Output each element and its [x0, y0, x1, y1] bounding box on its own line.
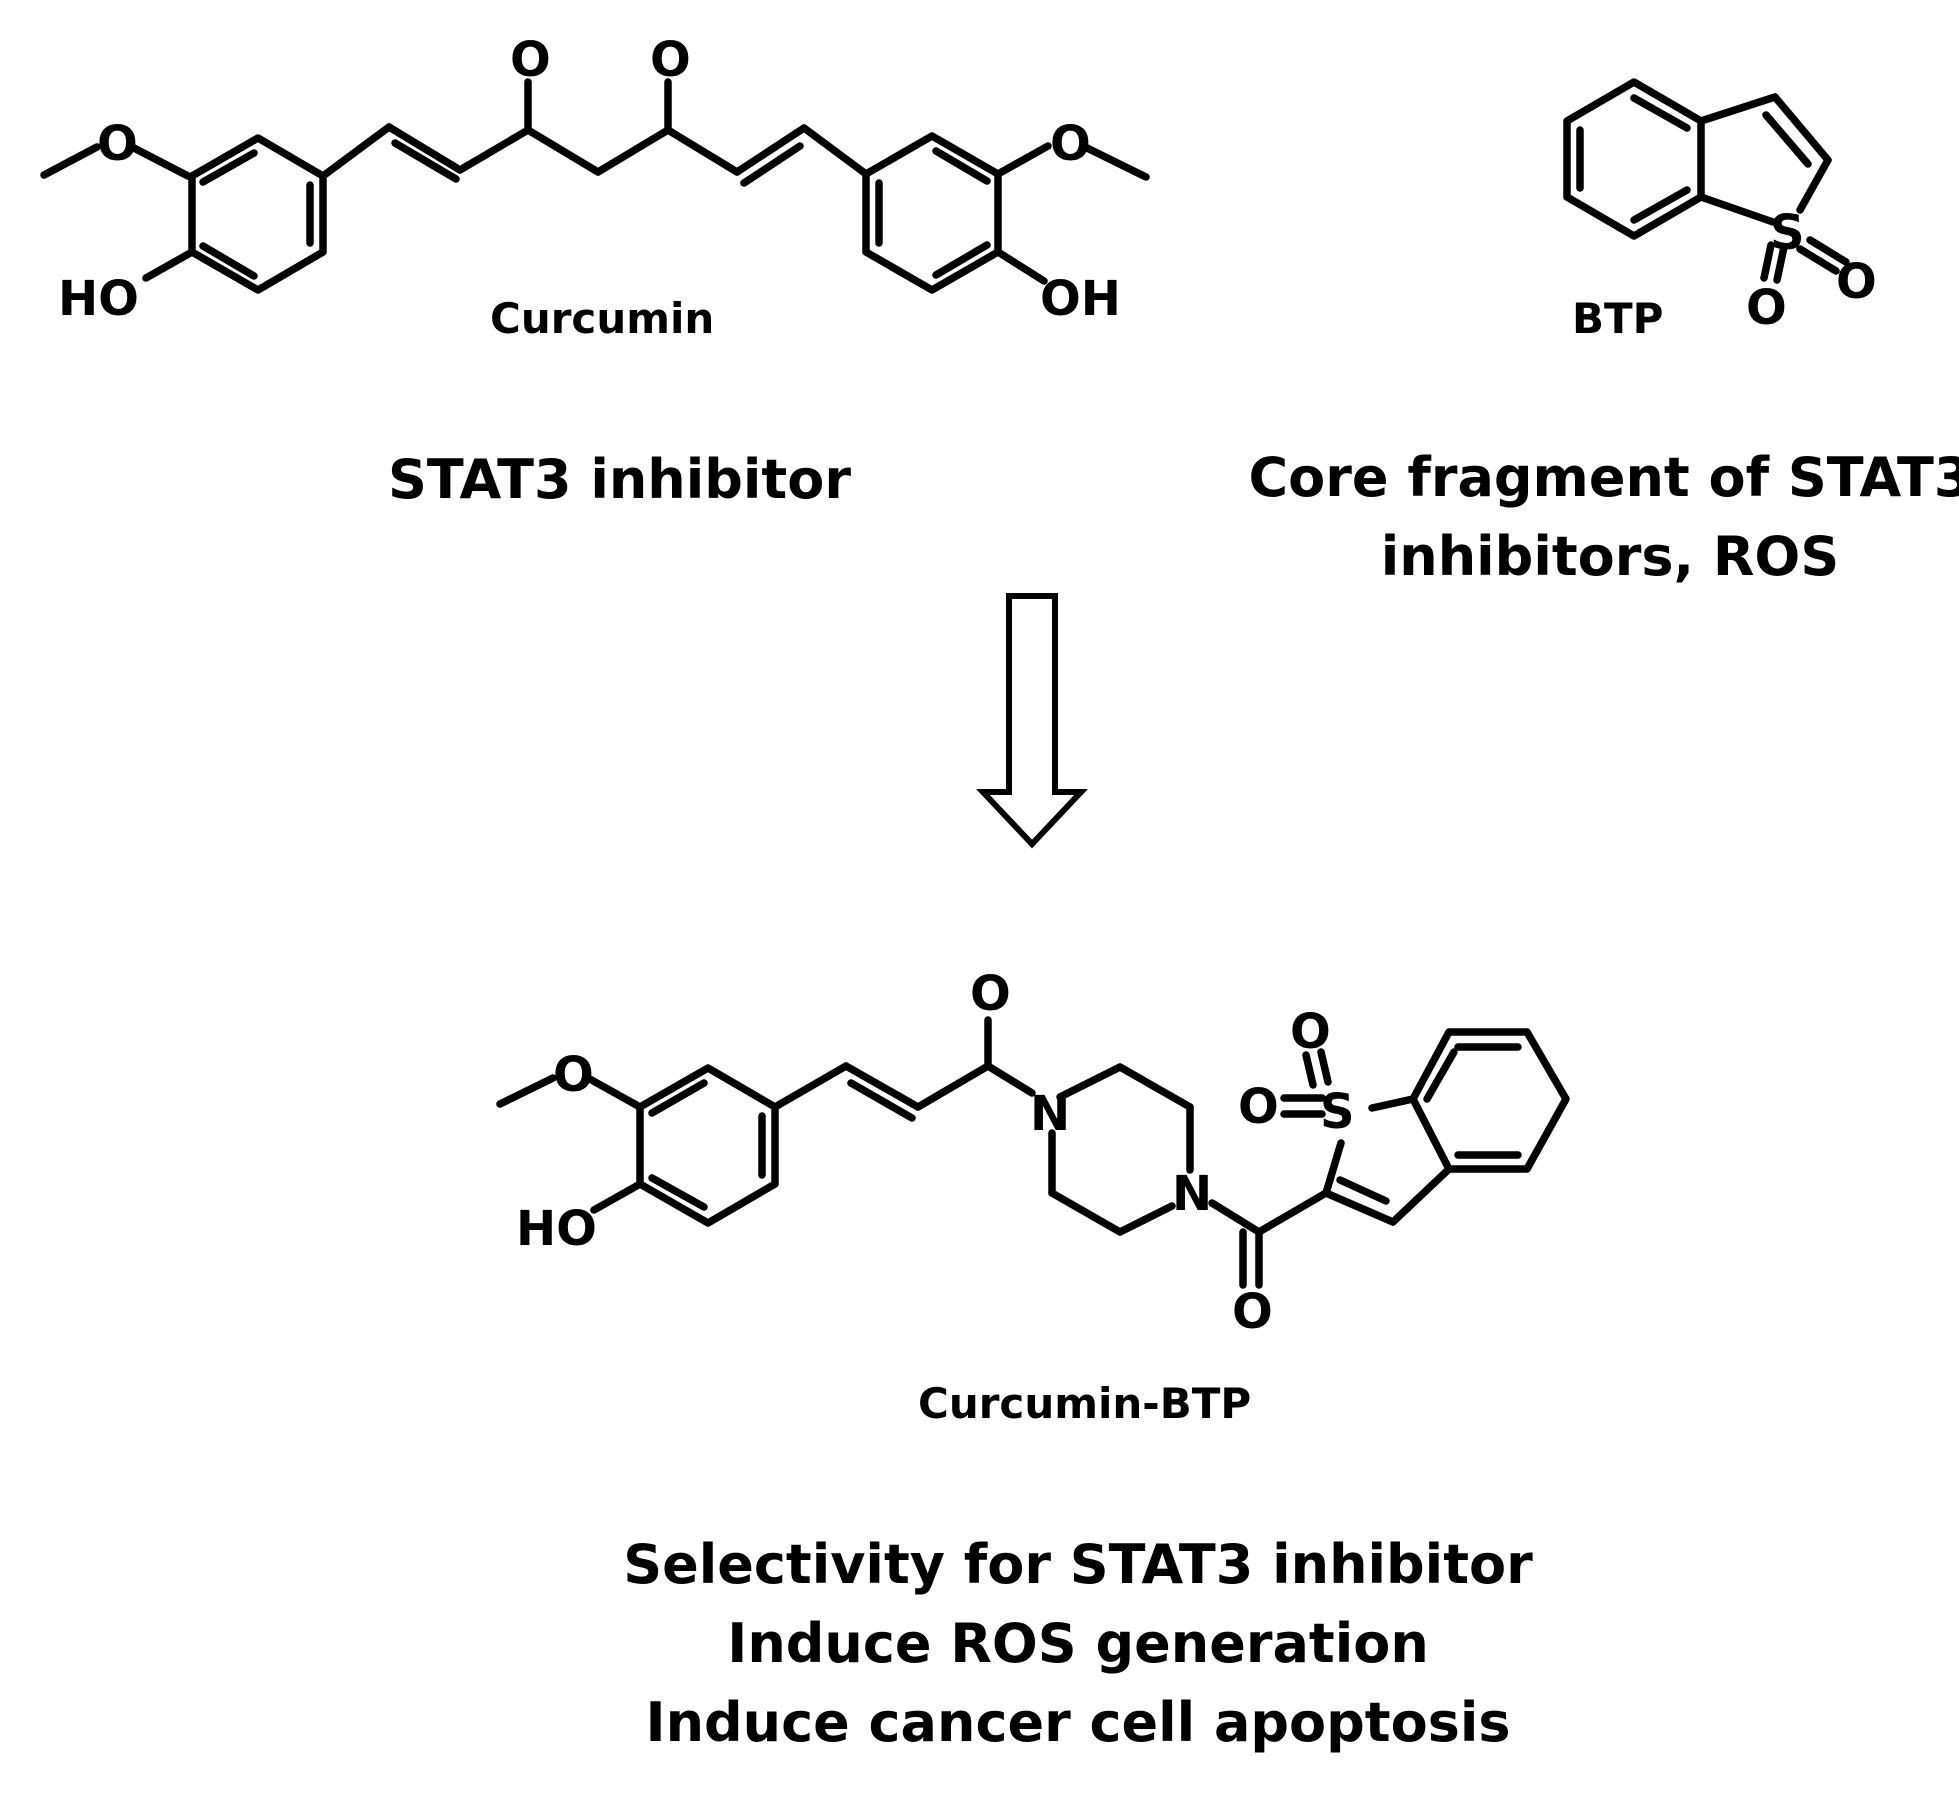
- atom-o: O: [970, 966, 1011, 1022]
- btp-structure: S O O: [1563, 78, 1877, 336]
- property-line-3: Induce cancer cell apoptosis: [645, 1691, 1510, 1754]
- atom-s: S: [1770, 205, 1805, 261]
- atom-o: O: [553, 1047, 594, 1103]
- curcumin-structure: O HO O O O OH: [40, 32, 1150, 327]
- atom-ho: HO: [516, 1201, 597, 1257]
- atom-s: S: [1320, 1084, 1355, 1140]
- atom-o: O: [97, 116, 138, 172]
- atom-o: O: [1238, 1079, 1279, 1135]
- curcumin-role: STAT3 inhibitor: [388, 448, 851, 511]
- atom-n: N: [1030, 1086, 1070, 1142]
- btp-role-line1: Core fragment of STAT3: [1249, 446, 1959, 509]
- property-line-2: Induce ROS generation: [727, 1612, 1429, 1675]
- atom-n: N: [1172, 1166, 1212, 1222]
- btp-role-line2: inhibitors, ROS: [1381, 525, 1839, 588]
- curcumin-label: Curcumin: [490, 294, 714, 343]
- curcumin-btp-label: Curcumin-BTP: [918, 1379, 1251, 1428]
- down-arrow: [976, 593, 1088, 849]
- atom-o: O: [650, 32, 691, 88]
- atom-oh: OH: [1040, 271, 1121, 327]
- atom-o: O: [1746, 280, 1787, 336]
- atom-o: O: [1290, 1004, 1331, 1060]
- atom-ho: HO: [58, 271, 139, 327]
- atom-o: O: [1836, 254, 1877, 310]
- atom-o: O: [1050, 116, 1091, 172]
- curcumin-btp-structure: O HO O N N O S O O: [496, 966, 1570, 1340]
- atom-o: O: [510, 32, 551, 88]
- btp-label: BTP: [1572, 294, 1663, 343]
- atom-o: O: [1232, 1284, 1273, 1340]
- property-line-1: Selectivity for STAT3 inhibitor: [623, 1533, 1533, 1596]
